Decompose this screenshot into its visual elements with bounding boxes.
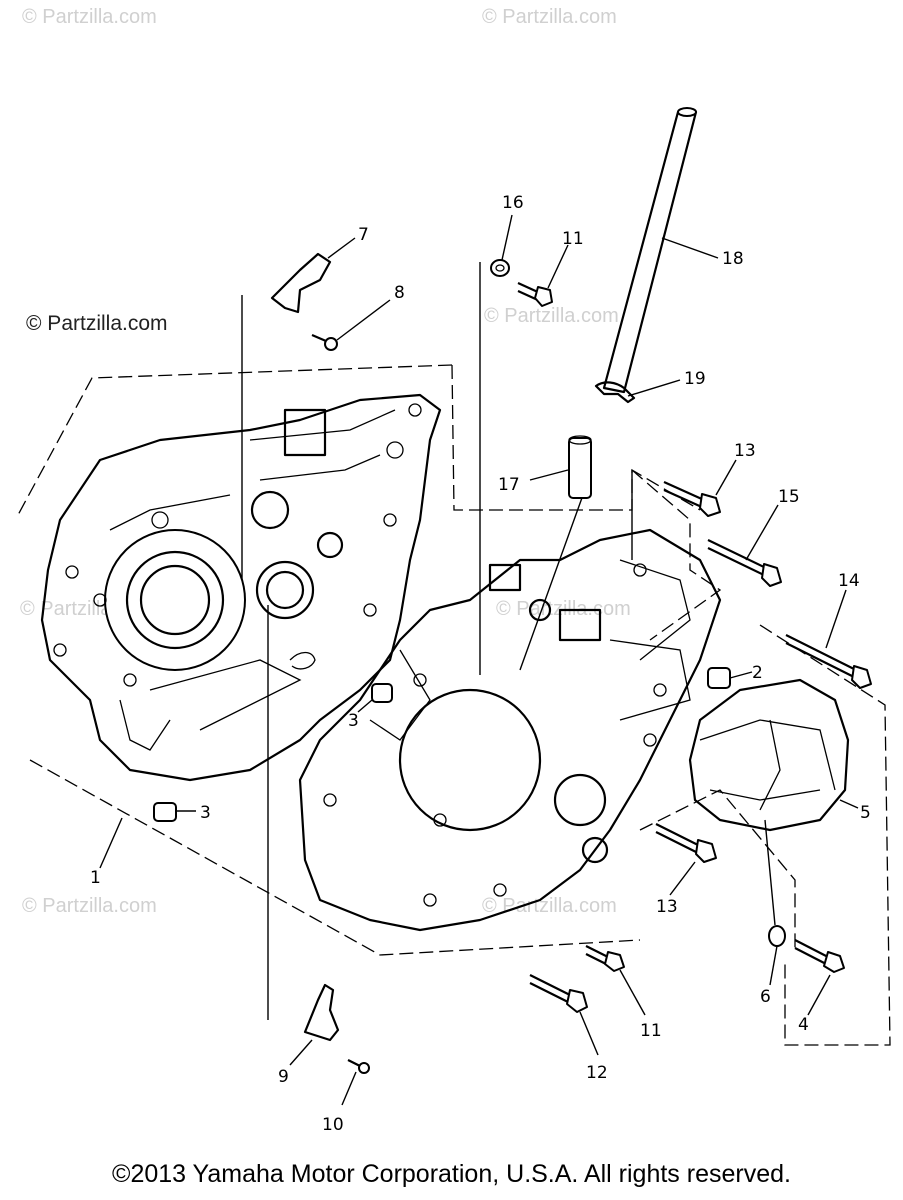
callout-7: 7 — [358, 225, 369, 245]
watermark: © Partzilla.com — [484, 305, 619, 327]
callout-15: 15 — [778, 487, 800, 507]
bolt-15 — [707, 504, 782, 587]
dowel-pin-3a — [357, 683, 393, 713]
bolt-13a — [663, 459, 737, 517]
hose-joint-17 — [529, 435, 592, 499]
callout-6: 6 — [760, 987, 771, 1007]
crankcase-cover-5 — [688, 678, 859, 832]
callout-13a: 13 — [734, 441, 756, 461]
copyright-footer: ©2013 Yamaha Motor Corporation, U.S.A. A… — [112, 1160, 791, 1188]
callout-11a: 11 — [562, 229, 584, 249]
assembly-outline-bolts — [639, 789, 796, 950]
washer-16 — [490, 214, 513, 277]
left-crankcase — [40, 393, 442, 782]
callout-3a: 3 — [348, 711, 359, 731]
assembly-outline-cover — [759, 624, 891, 1046]
bolt-13b — [655, 823, 717, 896]
bolt-14 — [785, 589, 872, 689]
watermark-main: © Partzilla.com — [26, 312, 168, 335]
watermark: © Partzilla.com — [482, 6, 617, 28]
callout-2: 2 — [752, 663, 763, 683]
alignment-line-17 — [519, 494, 584, 671]
watermark: © Partzilla.com — [22, 895, 157, 917]
screw-10 — [341, 1059, 370, 1106]
bracket-9 — [289, 983, 340, 1066]
assembly-outline-right — [631, 469, 722, 641]
callout-9: 9 — [278, 1067, 289, 1087]
callout-16: 16 — [502, 193, 524, 213]
assembly-outline-left — [17, 364, 453, 516]
bolt-4 — [794, 939, 845, 1016]
callout-19: 19 — [684, 369, 706, 389]
watermark: © Partzilla.com — [482, 895, 617, 917]
callout-18: 18 — [722, 249, 744, 269]
alignment-line-6 — [764, 819, 776, 926]
right-crankcase — [298, 528, 722, 932]
callout-17: 17 — [498, 475, 520, 495]
callout-3b: 3 — [200, 803, 211, 823]
watermark: © Partzilla.com — [22, 6, 157, 28]
callout-13b: 13 — [656, 897, 678, 917]
bolt-11a — [517, 244, 569, 307]
washer-6 — [768, 925, 786, 986]
bolt-12 — [529, 974, 599, 1056]
screw-8 — [311, 299, 391, 351]
callout-1: 1 — [90, 868, 101, 888]
bracket-7 — [270, 237, 356, 314]
callout-4: 4 — [798, 1015, 809, 1035]
callout-5: 5 — [860, 803, 871, 823]
bolt-11b — [585, 945, 646, 1016]
breather-hose-18 — [602, 107, 719, 394]
callout-8: 8 — [394, 283, 405, 303]
clip-19 — [594, 379, 681, 404]
callout-14: 14 — [838, 571, 860, 591]
assembly-outline-bottom — [29, 759, 641, 956]
dowel-pin-2 — [707, 667, 753, 689]
callout-11b: 11 — [640, 1021, 662, 1041]
callout-12: 12 — [586, 1063, 608, 1083]
leader-1 — [99, 817, 123, 869]
dowel-pin-3b — [153, 802, 196, 822]
callout-10: 10 — [322, 1115, 344, 1135]
